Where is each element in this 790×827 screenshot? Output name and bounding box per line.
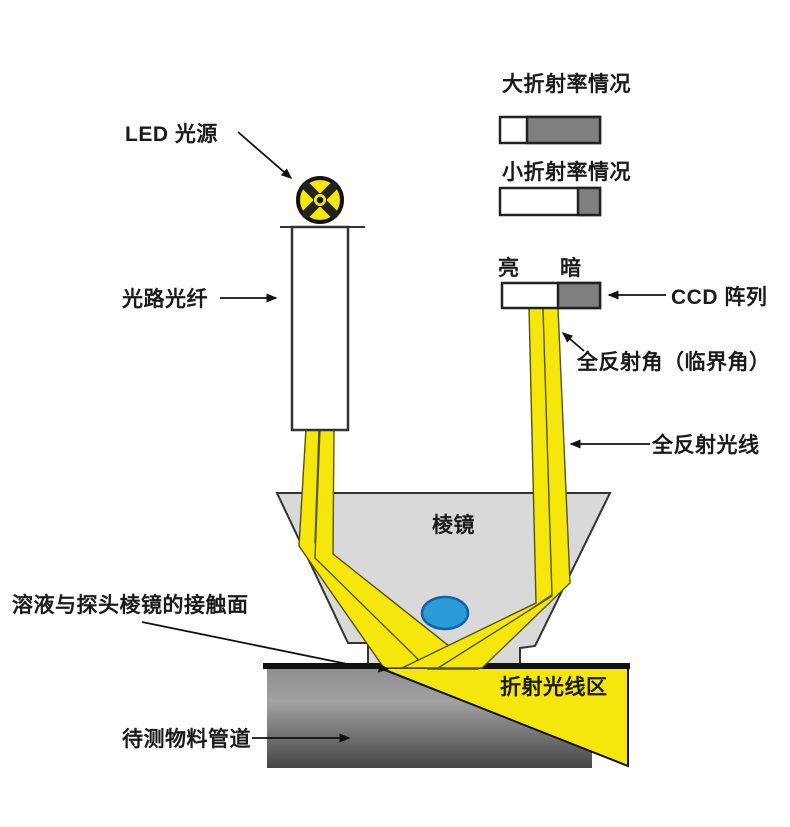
legend-high-bar [498,115,602,145]
refraction-zone-label: 折射光线区 [500,675,608,699]
annotation-arrows [141,131,666,743]
fiber-label: 光路光纤 [121,287,208,311]
bright-label: 亮 [498,256,519,280]
led-source-icon [296,176,344,224]
legend-low-label: 小折射率情况 [502,160,631,184]
reflected-ray-label: 全反射光线 [651,433,760,457]
legend-high-label: 大折射率情况 [502,72,631,96]
critical-angle-arrow [561,332,585,352]
legend-low-bar [498,186,602,217]
solution-drop-icon [420,595,470,631]
ccd-array-bar [500,281,602,310]
contact-surface-label: 溶液与探头棱镜的接触面 [12,593,249,617]
led-arrow [237,131,293,179]
critical-angle-label: 全反射角（临界角） [576,350,771,374]
light-beams [298,307,571,670]
led-label: LED 光源 [125,123,218,146]
prism-label: 棱镜 [432,513,475,537]
pipe-label: 待测物料管道 [122,727,251,751]
optical-fiber-shape [290,225,350,432]
ccd-label: CCD 阵列 [671,285,767,309]
contact-surface-arrow [141,621,390,673]
dark-label: 暗 [560,256,581,280]
ccd-dark-segment [556,281,602,310]
